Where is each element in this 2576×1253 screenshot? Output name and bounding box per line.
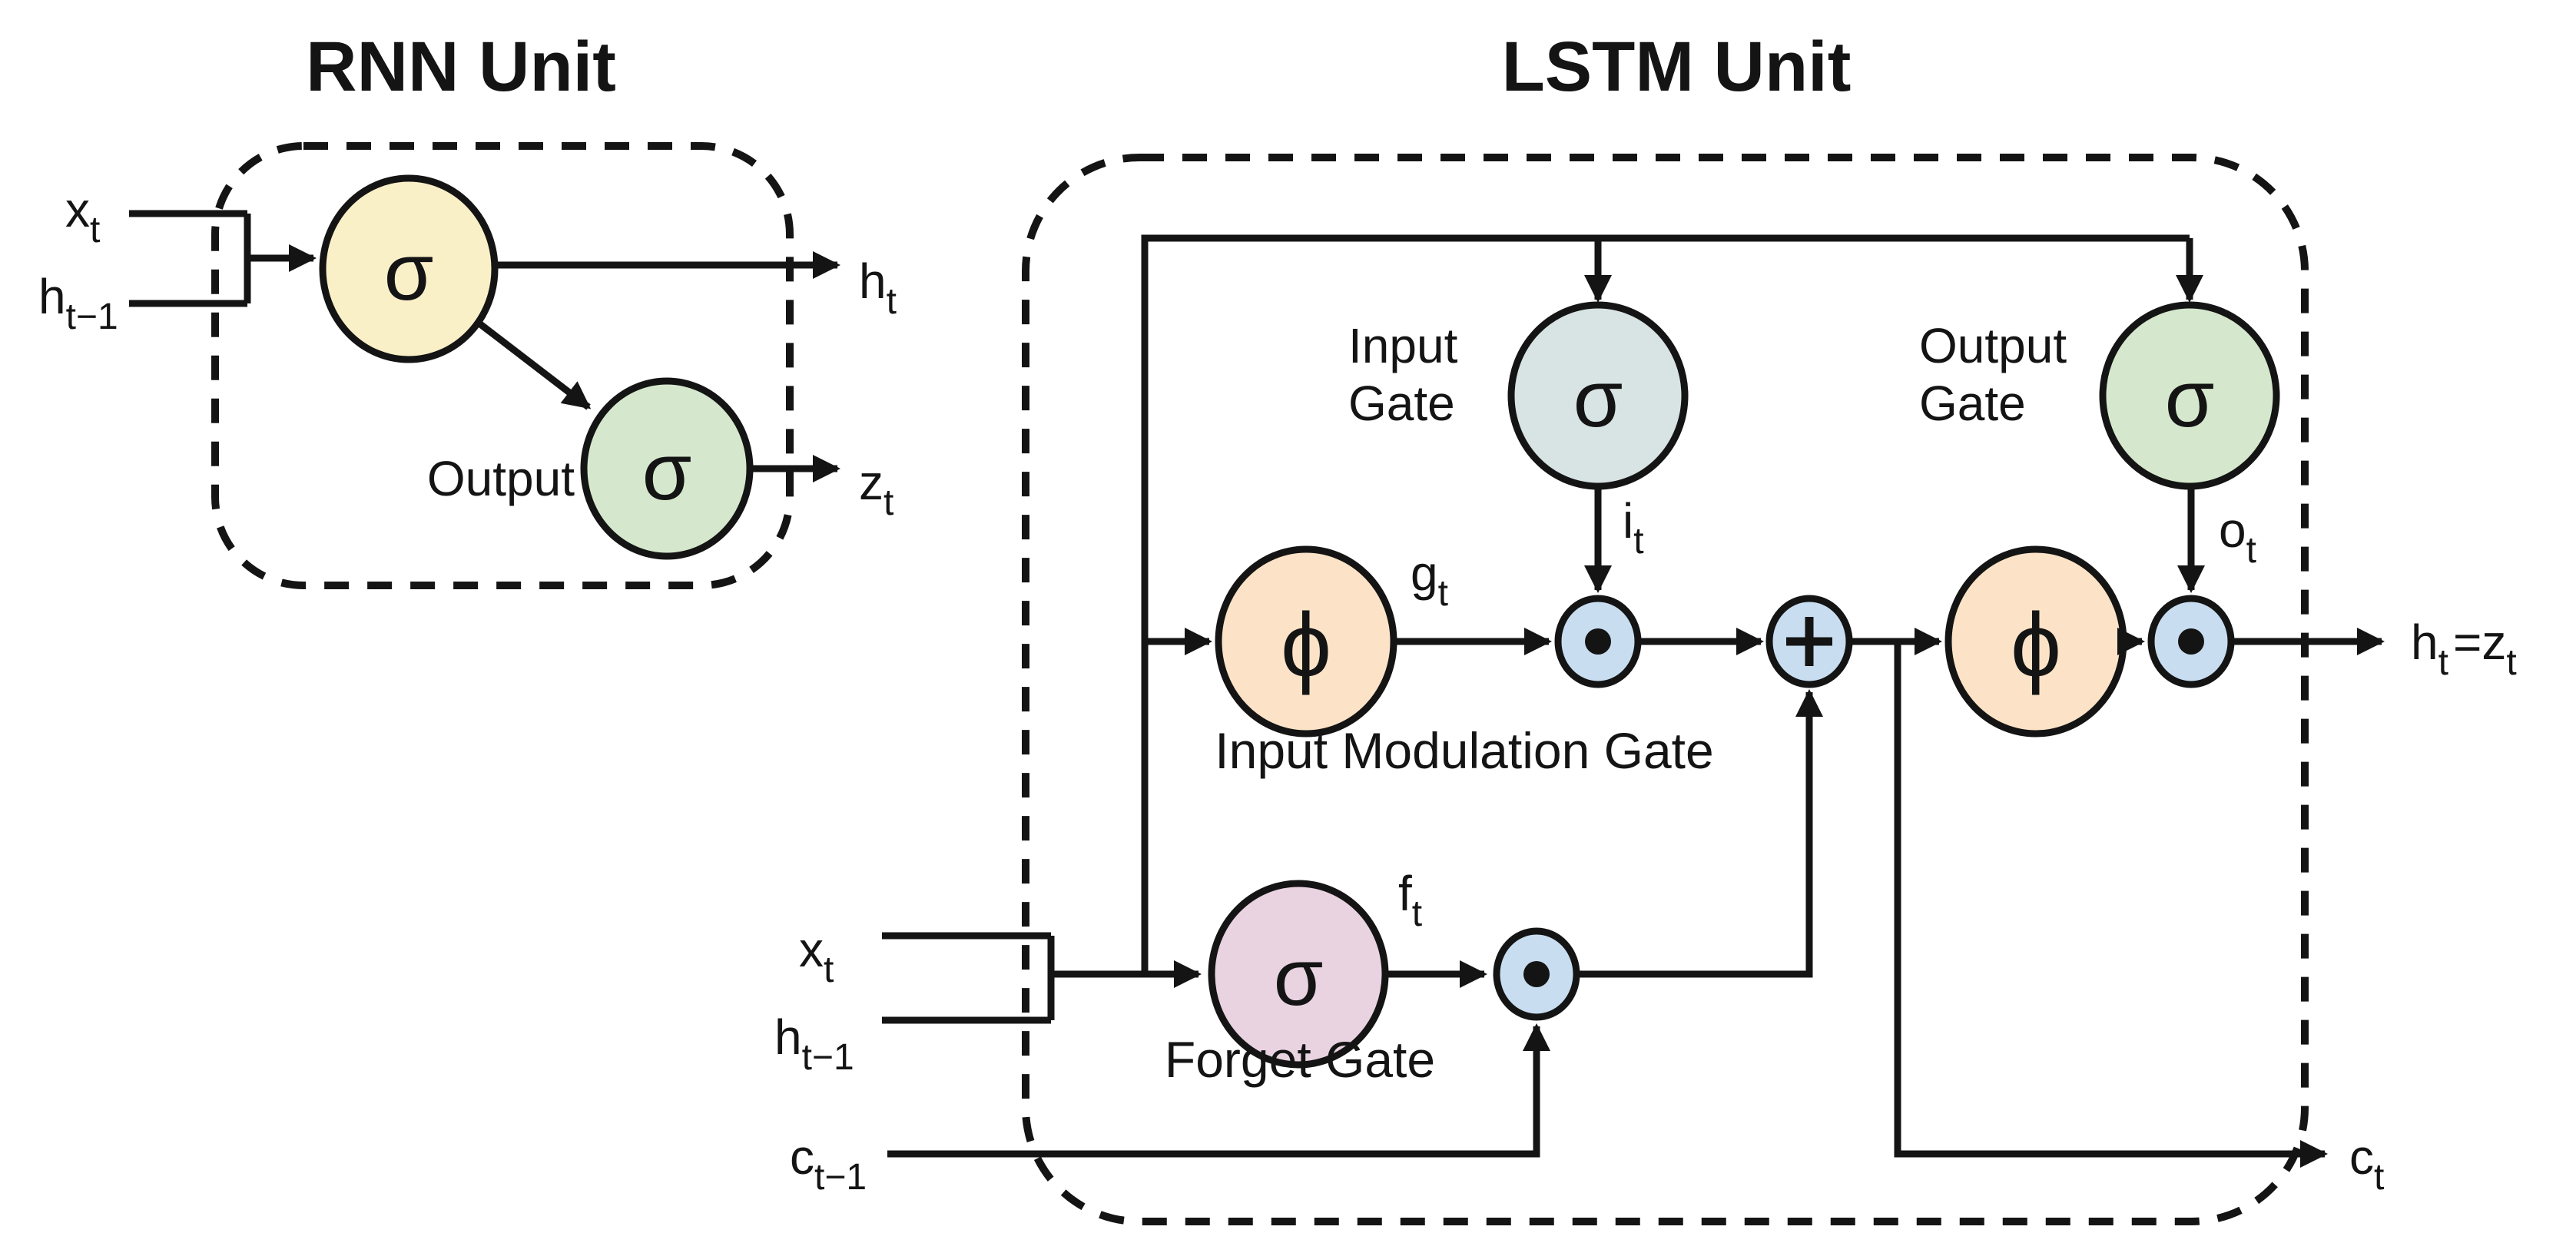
lstm-recurrent-feed-line — [1141, 234, 2190, 974]
output-gate-label-line2: Gate — [1919, 376, 2026, 431]
input-gate-label-line2: Gate — [1348, 376, 1455, 431]
c-prev-label: ct−1 — [790, 1129, 867, 1198]
input-modulation-gate-symbol: ϕ — [1281, 595, 1331, 696]
input-gate-label-line1: Input — [1348, 318, 1458, 373]
h-equals-z-label: ht=zt — [2411, 615, 2517, 683]
rnn-h-t-label: ht — [859, 254, 897, 322]
rnn-input-x-label: xt — [65, 182, 100, 250]
lstm-input-bracket — [882, 932, 1055, 1024]
rnn-output-label: Output — [427, 451, 575, 506]
g-t-label: gt — [1411, 545, 1448, 614]
lstm-input-h-prev-label: ht−1 — [774, 1009, 854, 1078]
rnn-unit: RNN Unit xt ht−1 σ ht σ Output zt — [38, 28, 897, 589]
rnn-output-sigma-symbol: σ — [642, 427, 692, 517]
product-dot-icon — [2178, 628, 2204, 655]
c-t-output-arrow — [1894, 642, 2328, 1168]
lstm-input-x-label: xt — [799, 922, 834, 990]
forget-gate-symbol: σ — [1274, 933, 1324, 1023]
rnn-input-bracket — [129, 210, 251, 307]
rnn-input-h-prev-label: ht−1 — [38, 269, 118, 337]
lstm-unit: LSTM Unit σ Input Gate it σ Output Gate … — [774, 28, 2517, 1225]
product-dot-icon — [1585, 628, 1611, 655]
f-t-label: ft — [1398, 866, 1422, 934]
input-modulation-gate-node — [1215, 545, 1397, 738]
rnn-hidden-sigma-symbol: σ — [384, 227, 434, 317]
lstm-boundary-box — [1022, 154, 2309, 1225]
plus-icon — [1786, 617, 1832, 666]
rnn-title: RNN Unit — [306, 28, 616, 106]
output-gate-label-line1: Output — [1919, 318, 2067, 373]
forget-product-node — [1493, 927, 1580, 1021]
rnn-hidden-to-output-arrow — [474, 318, 592, 410]
input-gate-symbol: σ — [1573, 354, 1623, 444]
rnn-boundary-box — [211, 142, 794, 589]
c-t-label: ct — [2349, 1129, 2384, 1198]
sum-node — [1765, 595, 1853, 688]
rnn-hidden-sigma-node — [319, 174, 499, 363]
rnn-output-sigma-node — [580, 377, 754, 560]
forget-gate-caption: Forget Gate — [1165, 1031, 1435, 1088]
rnn-z-t-label: zt — [859, 455, 893, 523]
output-gate-symbol: σ — [2165, 354, 2215, 444]
output-product-node — [2147, 595, 2235, 688]
input-product-node — [1554, 595, 1642, 688]
o-t-label: ot — [2219, 502, 2256, 571]
forget-gate-node — [1208, 880, 1389, 1069]
lstm-title: LSTM Unit — [1502, 28, 1852, 106]
i-t-label: it — [1623, 493, 1644, 562]
output-phi-symbol: ϕ — [2011, 595, 2061, 696]
forget-to-sum-arrow — [1578, 689, 1823, 978]
c-prev-input-arrow — [887, 1023, 1550, 1158]
input-modulation-gate-caption: Input Modulation Gate — [1215, 722, 1713, 779]
product-dot-icon — [1523, 961, 1550, 987]
